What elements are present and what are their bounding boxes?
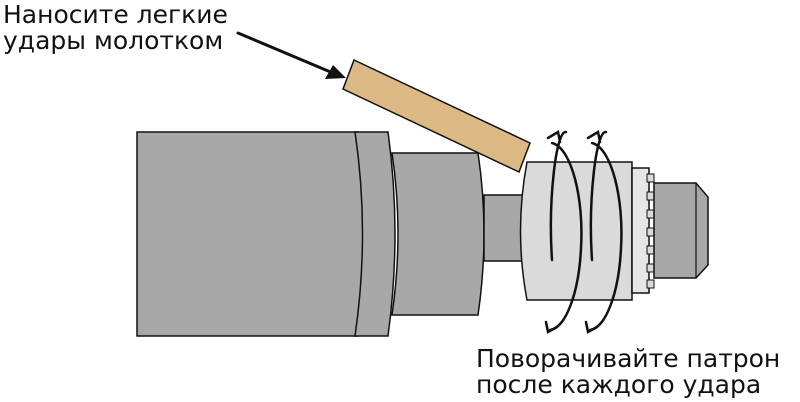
pointer-arrow-icon [236, 31, 346, 79]
gear-neck [391, 152, 485, 316]
wood-block [342, 58, 531, 174]
housing-collar [354, 131, 396, 337]
caption-hammer-line-1: Наносите легкие [3, 0, 228, 29]
chuck-sleeve [519, 161, 633, 301]
caption-hammer-line-2: удары молотком [3, 26, 224, 55]
chuck-nose [653, 182, 709, 279]
motor-housing [136, 131, 366, 337]
caption-rotate-chuck: Поворачивайте патрон после каждого удара [476, 346, 780, 398]
caption-rotate-line-1: Поворачивайте патрон [476, 344, 781, 373]
caption-rotate-line-2: после каждого удара [476, 370, 762, 399]
chuck-ring [631, 167, 655, 294]
caption-hammer-strikes: Наносите легкие удары молотком [3, 2, 228, 54]
rotate-arrows-icon [544, 130, 623, 334]
